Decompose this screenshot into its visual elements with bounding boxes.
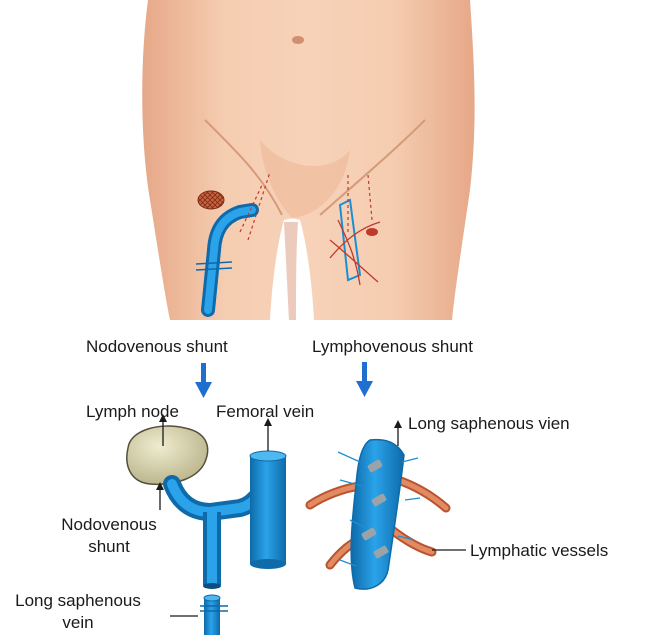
nodovenous-shunt-label-line2: shunt [44,536,174,558]
femoral-vein-label: Femoral vein [216,403,314,420]
long-saphenous-vein-label-line1: Long saphenous [8,590,148,612]
lymphatic-vessels-label: Lymphatic vessels [470,542,608,559]
lymph-node-small [198,191,224,209]
navel [292,36,304,44]
lymph-node [127,426,208,484]
lymphovenous-shunt-title: Lymphovenous shunt [312,338,473,355]
up-arrow-pointer-icon [264,418,272,451]
lymph-node-label: Lymph node [86,403,179,420]
lymphovenous-shunt-detail [310,440,446,589]
femoral-vein [250,456,286,564]
blue-down-arrow-icon [195,363,212,398]
up-arrow-pointer-icon [394,420,402,446]
incision-mark [366,228,378,236]
nodovenous-shunt-title: Nodovenous shunt [86,338,228,355]
nodovenous-shunt-label-line1: Nodovenous [44,514,174,536]
long-saphenous-vien-label: Long saphenous vien [408,415,570,432]
long-saphenous-vein-label-line2: vein [8,612,148,634]
blue-down-arrow-icon [356,362,373,397]
up-arrow-pointer-icon [156,482,164,510]
nodovenous-shunt-label: Nodovenous shunt [44,514,174,558]
lower-body [142,0,474,320]
long-saphenous-vein-label: Long saphenous vein [8,590,148,634]
